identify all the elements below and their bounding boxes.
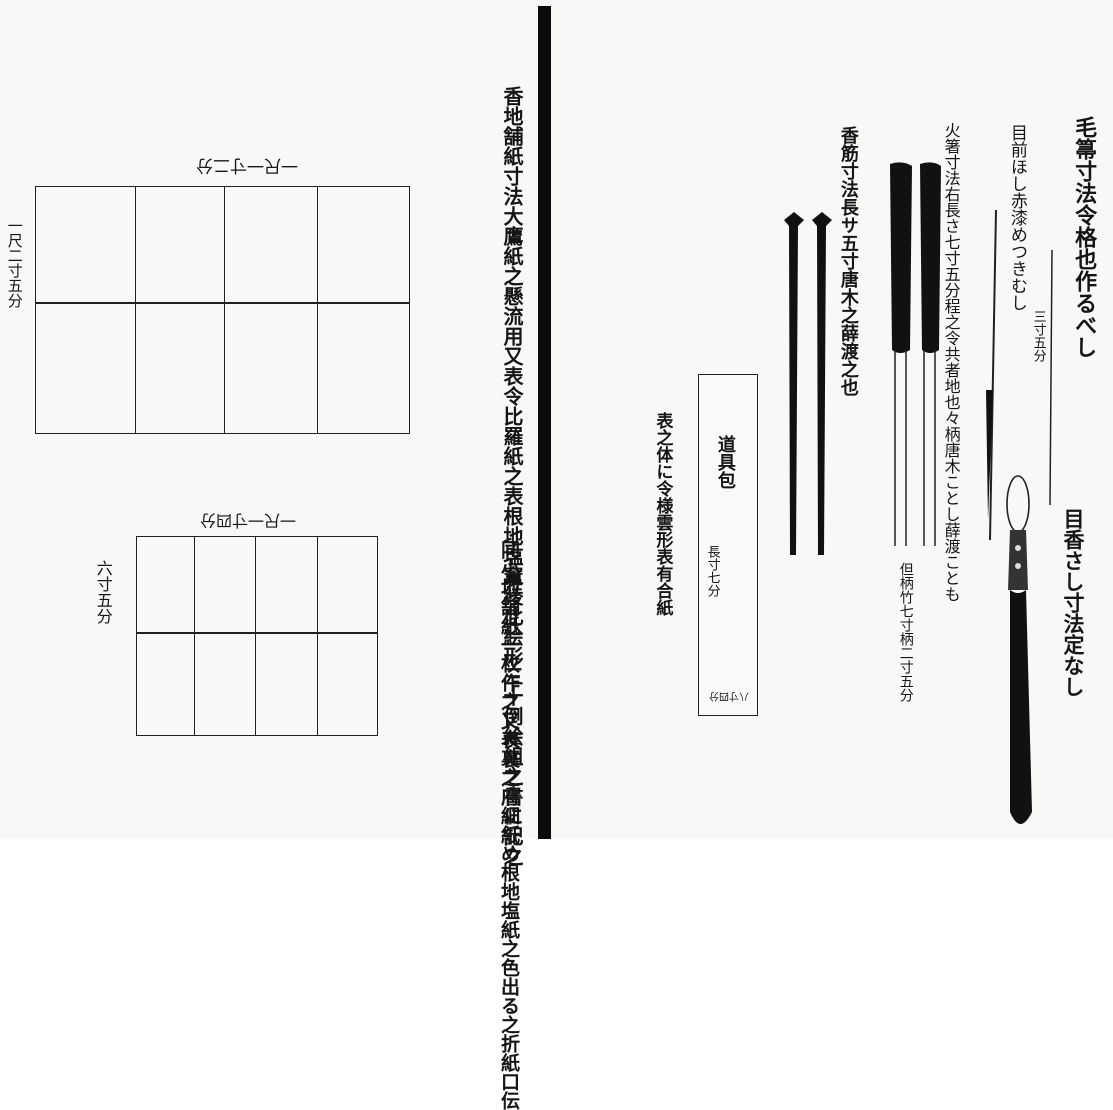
large-grid-width-label: 一尺一寸二分: [196, 155, 298, 175]
grid-col-line: [317, 187, 319, 433]
feather-brush-drawing: [1006, 475, 1032, 824]
thin-sticks-drawing: [986, 209, 1053, 541]
right-page: 毛箒寸法令格也作るべし 目香さし寸法定なし 目前ほし赤漆めつきむし 三寸五分 火…: [552, 0, 1113, 839]
tab-sublabel: 長寸七分: [704, 545, 720, 597]
grid-row-line: [36, 302, 409, 304]
large-grid-diagram: [35, 186, 410, 434]
utensil-illustrations: [784, 162, 1053, 824]
tab-label: 道具包: [714, 435, 736, 489]
kobashi-drawing: [784, 212, 832, 555]
small-grid-diagram: [136, 536, 378, 736]
text-column-kobashi: 香筋寸法長サ五寸唐木之薛渡之也: [837, 126, 859, 396]
grid-col-line: [194, 537, 196, 735]
grid-col-line: [224, 187, 226, 433]
small-text-block: 同小地舗紙一枚作之又表裏之府細紙め根地塩紙之色出る之折紙口伝: [498, 540, 520, 1110]
stick-shadow: [986, 390, 993, 520]
small-grid-height-label: 六寸五分: [93, 560, 113, 624]
grid-col-line: [135, 187, 137, 433]
hibashi-drawing: [890, 162, 941, 546]
text-column-handle: 但柄竹七寸柄二寸五分: [897, 562, 914, 702]
text-column-wrap: 表之体に令様雲形表有合紙: [652, 412, 673, 616]
binding-gutter: [538, 6, 551, 839]
text-column-hane: 目香さし寸法定なし: [1061, 508, 1087, 697]
grid-row-line: [137, 632, 377, 634]
text-column-sticks-note: 目前ほし赤漆めつきむし: [1006, 124, 1027, 311]
dimension-label-short: 三寸五分: [1030, 310, 1046, 362]
left-page: 香地舗紙寸法大鷹紙之懸流用又表令比羅紙之表根地塩竃綾此絵形三十倒絵組之書に記之 …: [0, 0, 540, 1110]
utensil-wrapper-tab: 道具包 長寸七分 八寸四分: [698, 374, 758, 716]
large-grid-height-label: 一尺二寸五分: [5, 218, 24, 308]
text-column-hibashi: 火箸寸法右長さ七寸五分程之令共者地也々柄唐木ことし薛渡ことも: [941, 122, 961, 602]
text-column-fude: 毛箒寸法令格也作るべし: [1071, 116, 1098, 358]
small-grid-width-label: 一尺一寸四分: [200, 511, 297, 530]
grid-col-line: [317, 537, 319, 735]
grid-col-line: [255, 537, 257, 735]
main-text-block: 香地舗紙寸法大鷹紙之懸流用又表令比羅紙之表根地塩竃綾此絵形三十倒絵組之書に記之: [500, 86, 524, 866]
